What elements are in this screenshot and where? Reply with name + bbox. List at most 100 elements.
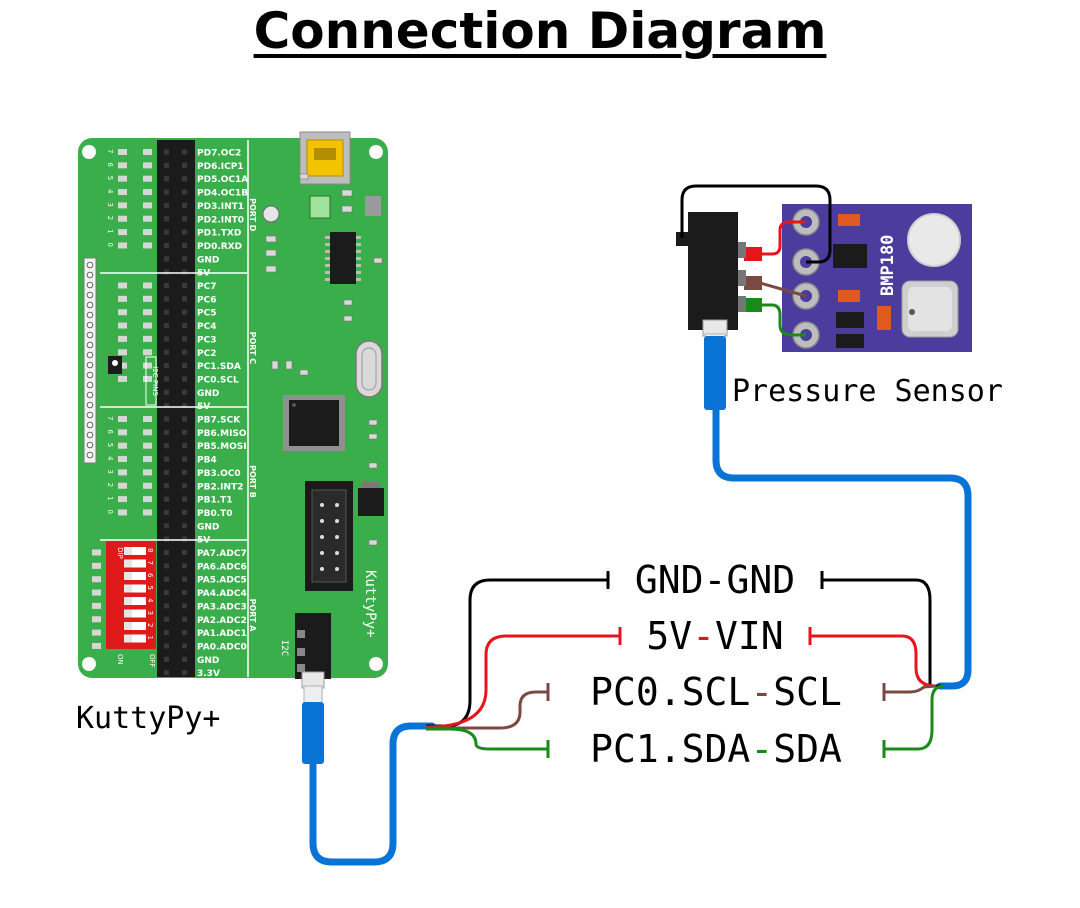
ic-pin — [356, 243, 361, 246]
header-hole — [182, 202, 187, 208]
led-pad — [143, 375, 152, 382]
led-pad — [118, 482, 127, 489]
microcontroller-icon — [283, 395, 345, 451]
ic-pin — [325, 250, 330, 253]
connection-scl: PC0.SCL-SCL — [590, 670, 842, 714]
header-hole — [182, 456, 187, 462]
led-pad — [143, 189, 152, 196]
header-hole — [164, 403, 169, 409]
led-pad — [118, 322, 127, 329]
regulator — [365, 196, 381, 216]
led-pad — [143, 482, 152, 489]
right-fanout-wires — [810, 578, 945, 751]
port-name: PORT C — [248, 332, 257, 365]
header-hole — [182, 363, 187, 369]
led-pad — [118, 309, 127, 316]
header-hole — [182, 416, 187, 422]
connector-icon — [305, 481, 353, 591]
ic-pin — [325, 271, 330, 274]
mounting-hole-icon — [369, 657, 383, 671]
led-pad — [118, 229, 127, 236]
header-hole — [182, 630, 187, 636]
edge-hole — [86, 281, 94, 289]
pin-label: PB0.T0 — [197, 509, 233, 519]
bit-number: 0 — [106, 242, 114, 246]
sensor-chip-label: BMP180 — [878, 235, 898, 296]
mounting-hole-icon — [82, 145, 96, 159]
header-hole — [182, 429, 187, 435]
pin-label: GND — [197, 389, 219, 399]
header-hole — [164, 309, 169, 315]
pin-header — [157, 140, 195, 677]
header-hole — [182, 216, 187, 222]
pin-label: PB2.INT2 — [197, 482, 243, 492]
header-hole — [164, 616, 169, 622]
i2c-connector — [295, 613, 331, 679]
box-pin — [335, 535, 339, 539]
led-pad — [143, 509, 152, 516]
ic-pin — [356, 264, 361, 267]
box-pin — [335, 551, 339, 555]
dip-lever — [124, 584, 146, 593]
header-hole — [182, 162, 187, 168]
pin-label: PD7.OC2 — [197, 149, 241, 159]
cables — [309, 406, 972, 866]
edge-hole — [86, 441, 94, 449]
usb-port-icon — [299, 131, 351, 185]
pin-label: PB4 — [197, 456, 217, 466]
led-pad — [118, 175, 127, 182]
edge-header — [83, 257, 97, 464]
ic-pin — [356, 257, 361, 260]
header-hole — [164, 229, 169, 235]
header-hole — [164, 429, 169, 435]
pin-label: PB1.T1 — [197, 496, 233, 506]
pin-label: GND — [197, 656, 219, 666]
bmp180-sensor: BMP180 — [782, 204, 972, 352]
led-pad — [143, 282, 152, 289]
box-pin — [335, 567, 339, 571]
edge-hole — [86, 331, 94, 339]
header-hole — [164, 576, 169, 582]
header-hole — [164, 550, 169, 555]
header-hole — [182, 616, 187, 622]
header-hole — [164, 670, 169, 676]
led-pad — [118, 242, 127, 249]
bit-number: 2 — [106, 483, 114, 487]
header-hole — [164, 336, 169, 342]
header-hole — [182, 376, 187, 382]
header-hole — [182, 296, 187, 302]
led-pad — [143, 229, 152, 236]
header-hole — [182, 336, 187, 342]
header-hole — [164, 523, 169, 529]
header-hole — [164, 643, 169, 649]
bit-number: 7 — [106, 416, 114, 420]
edge-hole — [86, 271, 94, 279]
transistor — [358, 488, 384, 516]
dip-lever — [124, 597, 146, 605]
pin-label: 5V — [197, 402, 210, 412]
dip-label: DIP — [116, 547, 124, 559]
header-hole — [164, 176, 169, 182]
pin-label: PD5.OC1A — [197, 175, 248, 185]
mounting-hole-icon — [907, 213, 961, 267]
led-pad — [118, 362, 127, 369]
bit-number: 1 — [106, 229, 114, 233]
ic-pin — [356, 236, 361, 239]
pin-label: PD4.OC1B — [197, 189, 248, 199]
bit-number: 1 — [106, 496, 114, 500]
ic-chip-icon — [325, 232, 361, 284]
edge-hole — [86, 361, 94, 369]
pin-label: PD3.INT1 — [197, 202, 244, 212]
dip-lever — [124, 634, 146, 643]
bit-number: 4 — [106, 456, 114, 461]
led-pad — [118, 375, 127, 382]
box-pin — [320, 551, 324, 555]
pin-label: 3.3V — [197, 669, 220, 679]
dip-lever-knob — [124, 584, 132, 593]
dip-lever-knob — [124, 609, 132, 618]
header-hole — [164, 590, 169, 596]
bit-number: 7 — [106, 149, 114, 153]
led-pad — [143, 349, 152, 356]
header-hole — [164, 162, 169, 168]
